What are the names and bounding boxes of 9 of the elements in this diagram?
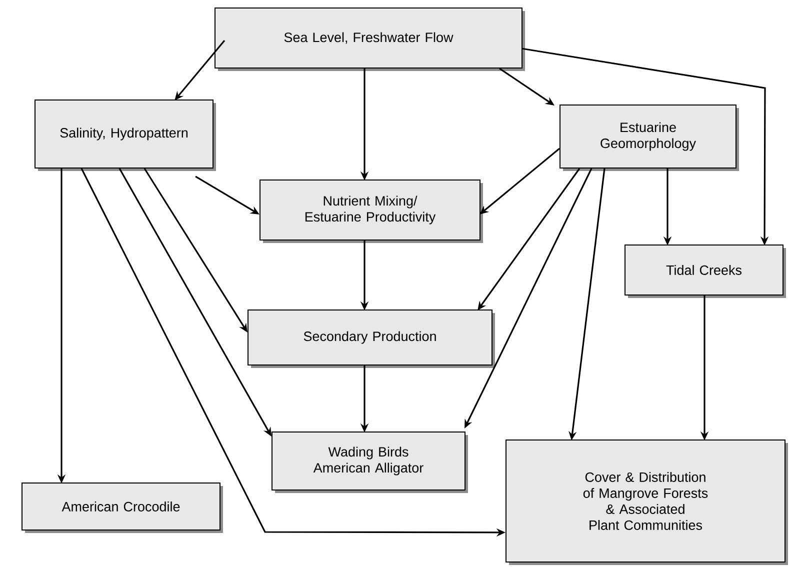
box: American Crocodile: [22, 482, 223, 533]
box: Nutrient Mixing/ Estuarine Productivity: [260, 180, 483, 243]
box: Cover & Distribution of Mangrove Forests & Associated Plant Communities: [506, 440, 788, 565]
box: Estuarine Geomorphology: [560, 104, 739, 171]
box: Salinity, Hydropattern: [34, 100, 216, 171]
box: Sea Level, Freshwater Flow: [214, 8, 525, 71]
box: Secondary Production: [248, 310, 495, 368]
box: Tidal Creeks: [624, 244, 786, 298]
box: Wading Birds American Alligator: [272, 432, 468, 493]
